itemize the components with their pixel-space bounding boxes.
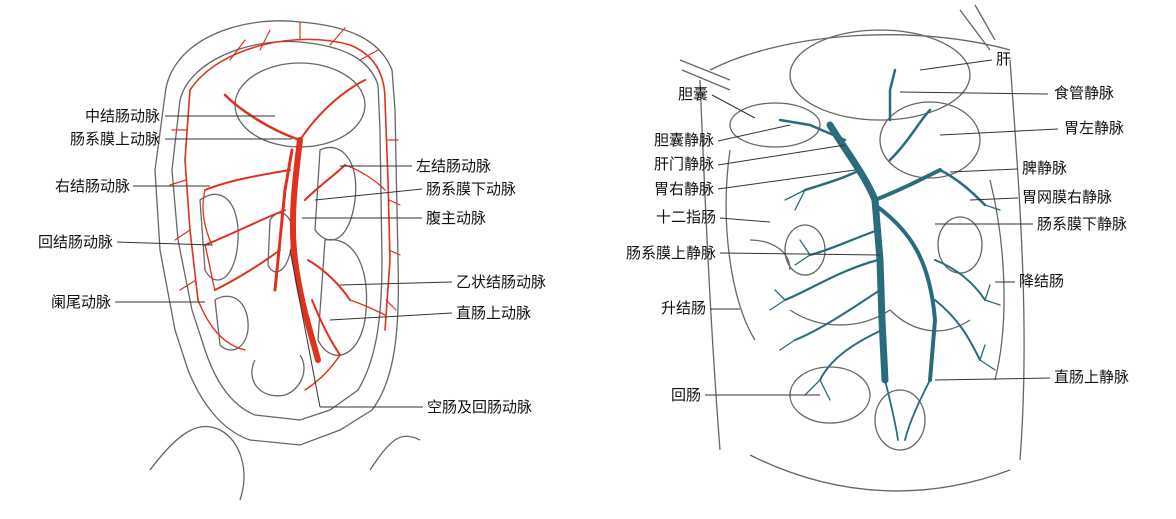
label-appendicular-artery: 阑尾动脉 — [50, 293, 111, 311]
label-gallbladder: 胆囊 — [677, 85, 708, 103]
label-descending-colon: 降结肠 — [1019, 272, 1065, 290]
label-inferior-mesenteric-artery: 肠系膜下动脉 — [426, 180, 517, 198]
label-ileocolic-artery: 回结肠动脉 — [37, 233, 113, 251]
label-hepatic-portal-vein: 肝门静脉 — [653, 155, 714, 173]
portal-vein-network — [769, 68, 1001, 441]
label-right-gastroepiploic-vein: 胃网膜右静脉 — [1022, 188, 1113, 206]
label-inferior-mesenteric-vein: 肠系膜下静脉 — [1037, 215, 1128, 233]
artery-illustration — [115, 20, 453, 501]
label-cystic-vein: 胆囊静脉 — [653, 131, 714, 149]
vein-diagram-panel: 肝 食管静脉 胃左静脉 脾静脉 胃网膜右静脉 肠系膜下静脉 降结肠 直肠上静脉 … — [590, 0, 1176, 519]
label-sigmoid-artery: 乙状结肠动脉 — [456, 273, 547, 291]
label-liver: 肝 — [996, 50, 1012, 68]
label-ileum: 回肠 — [670, 386, 701, 404]
artery-network — [169, 21, 401, 391]
label-abdominal-aorta: 腹主动脉 — [426, 209, 487, 227]
label-superior-rectal-artery: 直肠上动脉 — [456, 304, 532, 322]
label-ascending-colon: 升结肠 — [660, 299, 706, 317]
right-leader-lines — [705, 59, 1059, 396]
label-middle-colic-artery: 中结肠动脉 — [84, 107, 160, 125]
artery-diagram-panel: 中结肠动脉 肠系膜上动脉 右结肠动脉 回结肠动脉 阑尾动脉 左结肠动脉 肠系膜下… — [37, 20, 547, 501]
label-superior-rectal-vein: 直肠上静脉 — [1054, 368, 1130, 386]
label-left-colic-artery: 左结肠动脉 — [416, 157, 492, 175]
label-right-colic-artery: 右结肠动脉 — [54, 177, 130, 195]
label-esophageal-vein: 食管静脉 — [1054, 84, 1115, 102]
label-duodenum: 十二指肠 — [655, 208, 716, 226]
vein-illustration — [679, 4, 1059, 492]
label-left-gastric-vein: 胃左静脉 — [1064, 119, 1125, 137]
label-superior-mesenteric-artery: 肠系膜上动脉 — [69, 130, 160, 148]
label-splenic-vein: 脾静脉 — [1022, 159, 1068, 177]
abdomen-outline — [679, 4, 1025, 492]
label-right-gastric-vein: 胃右静脉 — [653, 180, 714, 198]
left-leader-lines — [115, 115, 453, 408]
label-jejunal-ileal-arteries: 空肠及回肠动脉 — [427, 398, 533, 416]
label-superior-mesenteric-vein: 肠系膜上静脉 — [625, 244, 716, 262]
